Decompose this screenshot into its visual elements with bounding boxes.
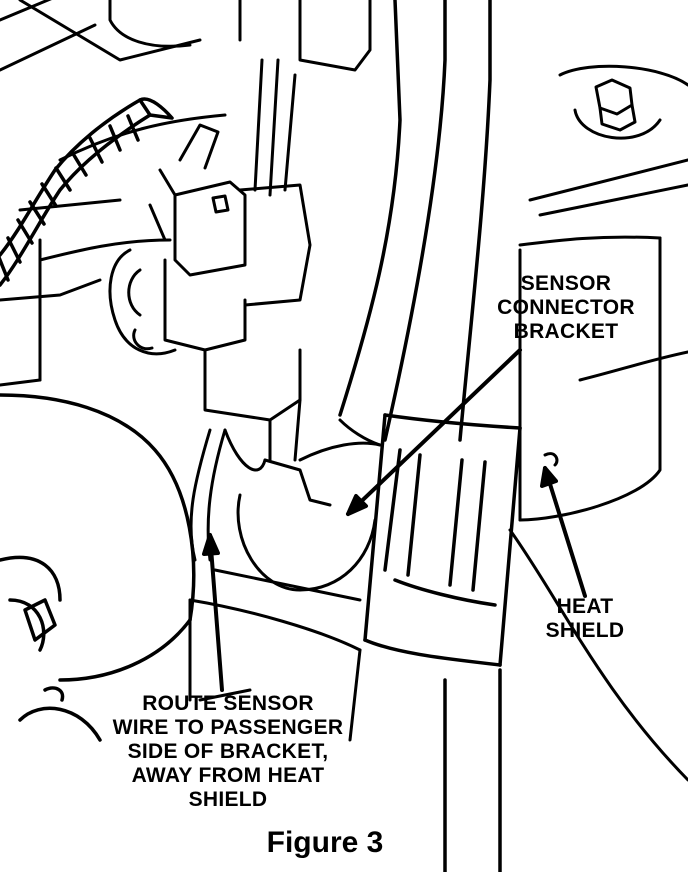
sensor-wire (189, 428, 267, 562)
arrow-route-wire-head (202, 533, 220, 556)
vertical-pipe (338, 0, 502, 872)
upper-block (108, 0, 372, 72)
leader-arrows (202, 348, 587, 692)
base-plate (188, 568, 362, 742)
bolt-head (558, 64, 688, 140)
arrow-sensor-bracket-head (346, 494, 368, 516)
exhaust-elbow (0, 393, 196, 742)
arrow-sensor-bracket (346, 348, 522, 516)
route-sensor-wire-label: ROUTE SENSOR WIRE TO PASSENGER SIDE OF B… (112, 692, 344, 811)
bracket-and-cylinder (236, 418, 382, 592)
arrow-route-wire (208, 533, 224, 692)
heat-shield-label: HEAT SHIELD (545, 595, 625, 642)
pipe-clamp (363, 413, 522, 667)
sensor-connector-bracket-label: SENSOR CONNECTOR BRACKET (497, 272, 635, 343)
arrow-heat-shield-head (540, 466, 558, 488)
sensor-connector (108, 58, 312, 462)
arrow-heat-shield (543, 466, 587, 598)
engine-housing-lines (0, 0, 227, 387)
heat-shield (508, 158, 688, 782)
corrugated-wire-loom (0, 97, 174, 287)
figure-caption: Figure 3 (266, 826, 384, 859)
